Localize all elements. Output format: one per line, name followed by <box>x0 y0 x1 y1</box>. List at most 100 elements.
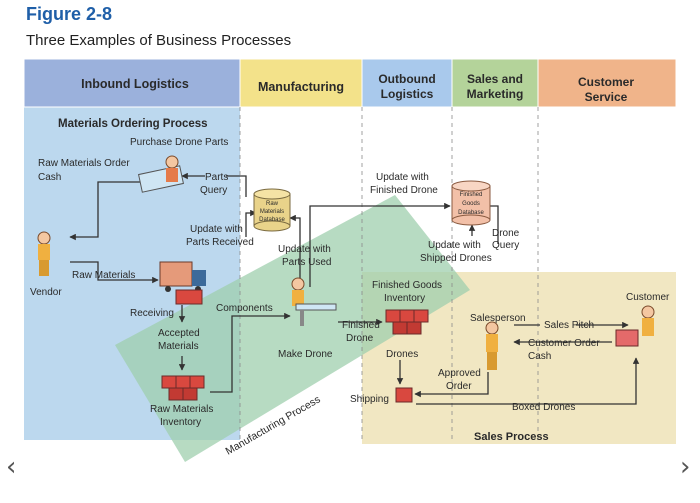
label-parts: Parts <box>205 172 228 183</box>
label-fg-inventory-2: Inventory <box>384 293 425 304</box>
label-vendor: Vendor <box>30 287 62 298</box>
arrow-parts-used <box>289 214 301 287</box>
figure-subtitle: Three Examples of Business Processes <box>26 32 292 49</box>
raw-inv-box-5 <box>182 387 198 401</box>
label-components: Components <box>216 303 273 314</box>
arrow-fg-query <box>490 205 499 244</box>
header-service <box>537 58 677 108</box>
purchaser-person-icon <box>137 155 185 193</box>
header-service-label-2: Service <box>585 90 628 104</box>
raw-db-label-1: Raw <box>266 201 279 207</box>
header-inbound-label: Inbound Logistics <box>81 77 189 91</box>
label-shipped-drones: Shipped Drones <box>420 253 492 264</box>
fg-db-top <box>451 180 491 192</box>
label-drone: Drone <box>492 228 520 239</box>
label-sales-pitch: Sales Pitch <box>544 320 594 331</box>
label-update-with-3: Update with <box>376 172 429 183</box>
label-fg-inventory-1: Finished Goods <box>372 280 442 291</box>
label-raw-materials-order: Raw Materials Order <box>38 158 130 169</box>
vendor-body <box>38 244 50 260</box>
prev-page-button[interactable]: ‹ <box>6 452 17 482</box>
label-cash: Cash <box>38 172 61 183</box>
arrow-update-finished-drone <box>309 202 451 287</box>
label-query-2: Query <box>492 240 519 251</box>
sales-body <box>486 334 498 352</box>
label-finished-drone-2: Drone <box>346 333 374 344</box>
finished-inventory-stack-icon <box>385 309 429 335</box>
figure-title: Figure 2-8 <box>26 4 113 24</box>
label-purchase-drone-parts: Purchase Drone Parts <box>130 137 228 148</box>
label-sales-process: Sales Process <box>474 431 549 443</box>
label-update-with-4: Update with <box>428 240 481 251</box>
arrow-vendor-raw-materials <box>70 261 159 284</box>
raw-inv-box-2 <box>175 375 191 389</box>
shipping-box-icon <box>395 387 413 403</box>
fg-db-label-3: Database <box>458 210 484 216</box>
vendor-head <box>37 231 51 245</box>
purchaser-body <box>166 168 178 182</box>
vendor-person-icon <box>37 231 51 276</box>
fg-inv-box-3 <box>413 309 429 323</box>
label-salesperson: Salesperson <box>470 313 526 324</box>
maker-table-leg <box>300 310 304 326</box>
label-update-with-2: Update with <box>278 244 331 255</box>
label-update-with-1: Update with <box>190 224 243 235</box>
next-page-button[interactable]: › <box>680 452 691 482</box>
raw-db-label-2: Materials <box>260 209 284 215</box>
flow-arrows <box>69 172 640 405</box>
raw-db-top <box>253 188 291 200</box>
label-finished-drone-1: Finished <box>342 320 380 331</box>
finished-goods-database: Finished Goods Database <box>451 180 491 226</box>
label-customer: Customer <box>626 292 670 303</box>
fg-db-body <box>451 185 491 221</box>
truck-wheel-1 <box>165 286 171 292</box>
label-approved-2: Order <box>446 381 472 392</box>
header-service-label-1: Customer <box>578 75 634 89</box>
maker-body <box>292 290 304 306</box>
label-customer-order: Customer Order <box>528 338 600 349</box>
raw-inv-box-3 <box>189 375 205 389</box>
label-accepted-1: Accepted <box>158 328 200 339</box>
label-raw-inventory-2: Inventory <box>160 417 201 428</box>
maker-table <box>295 303 337 311</box>
raw-db-bottom <box>253 220 291 232</box>
arrow-query-db <box>226 175 247 197</box>
fg-db-label-2: Goods <box>462 201 480 207</box>
purchaser-head <box>165 155 179 169</box>
fg-db-bottom <box>451 214 491 226</box>
header-sales-label-1: Sales and <box>467 72 523 86</box>
label-materials-ordering: Materials Ordering Process <box>58 118 208 130</box>
customer-cart <box>615 329 639 347</box>
receiving-truck-icon <box>159 261 206 305</box>
manufacturing-process-band <box>115 195 470 462</box>
fg-db-label-1: Finished <box>460 192 483 198</box>
fg-inv-box-4 <box>392 321 408 335</box>
header-outbound-label-2: Logistics <box>381 87 434 101</box>
customer-person-icon <box>615 305 655 347</box>
fg-inv-box-2 <box>399 309 415 323</box>
label-finished-drone: Finished Drone <box>370 185 438 196</box>
label-accepted-2: Materials <box>158 341 199 352</box>
raw-inv-box-1 <box>161 375 177 389</box>
truck-boxes <box>175 289 203 305</box>
vendor-legs <box>39 260 49 276</box>
header-sales <box>451 58 539 108</box>
fg-inv-box-5 <box>406 321 422 335</box>
customer-head <box>641 305 655 319</box>
label-receiving: Receiving <box>130 308 174 319</box>
maker-person-icon <box>291 277 337 326</box>
header-outbound-label-1: Outbound <box>378 72 435 86</box>
label-shipping: Shipping <box>350 394 389 405</box>
label-boxed-drones: Boxed Drones <box>512 402 575 413</box>
header-manufacturing-label: Manufacturing <box>258 80 344 94</box>
raw-db-label-3: Database <box>259 217 285 223</box>
label-query: Query <box>200 185 227 196</box>
arrow-update-parts-received <box>245 209 257 237</box>
header-sales-label-2: Marketing <box>467 87 524 101</box>
raw-materials-database: Raw Materials Database <box>253 188 291 232</box>
label-approved-1: Approved <box>438 368 481 379</box>
header-bar: Inbound Logistics Manufacturing Outbound… <box>23 58 677 108</box>
label-raw-materials: Raw Materials <box>72 270 135 281</box>
salesperson-icon <box>485 321 499 370</box>
